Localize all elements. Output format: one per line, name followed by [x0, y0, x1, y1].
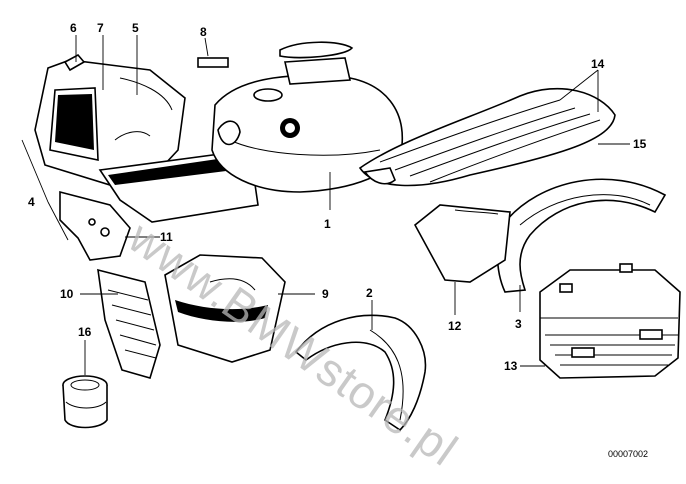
callout-15[interactable]: 15	[633, 137, 647, 151]
callout-7[interactable]: 7	[97, 21, 104, 35]
leader-lines	[21, 35, 630, 375]
fuel-tank-part[interactable]	[211, 41, 404, 193]
callout-5[interactable]: 5	[132, 21, 139, 35]
rubber-boot-part[interactable]	[62, 375, 108, 429]
side-cover-part[interactable]	[413, 204, 511, 283]
grille-part[interactable]	[97, 268, 161, 379]
callout-1[interactable]: 1	[324, 217, 331, 231]
callout-10[interactable]: 10	[60, 287, 74, 301]
callout-14[interactable]: 14	[591, 57, 605, 71]
seat-part[interactable]	[358, 88, 616, 187]
callout-16[interactable]: 16	[78, 325, 92, 339]
callout-13[interactable]: 13	[504, 359, 518, 373]
emblem-part[interactable]	[197, 57, 229, 68]
callout-9[interactable]: 9	[322, 287, 329, 301]
pannier-case-part[interactable]	[539, 263, 681, 379]
callout-2[interactable]: 2	[366, 286, 373, 300]
callout-12[interactable]: 12	[448, 319, 462, 333]
bracket-part[interactable]	[59, 190, 131, 261]
front-fender-part[interactable]	[294, 314, 427, 432]
rear-fender-part[interactable]	[496, 178, 667, 293]
drawing-number: 00007002	[607, 449, 648, 459]
engine-cover-part[interactable]	[164, 254, 286, 363]
callout-11[interactable]: 11	[160, 230, 173, 244]
callout-3[interactable]: 3	[515, 317, 522, 331]
callout-8[interactable]: 8	[200, 25, 207, 39]
fairing-part[interactable]	[34, 53, 186, 186]
callout-4[interactable]: 4	[28, 195, 35, 209]
callout-6[interactable]: 6	[70, 21, 77, 35]
